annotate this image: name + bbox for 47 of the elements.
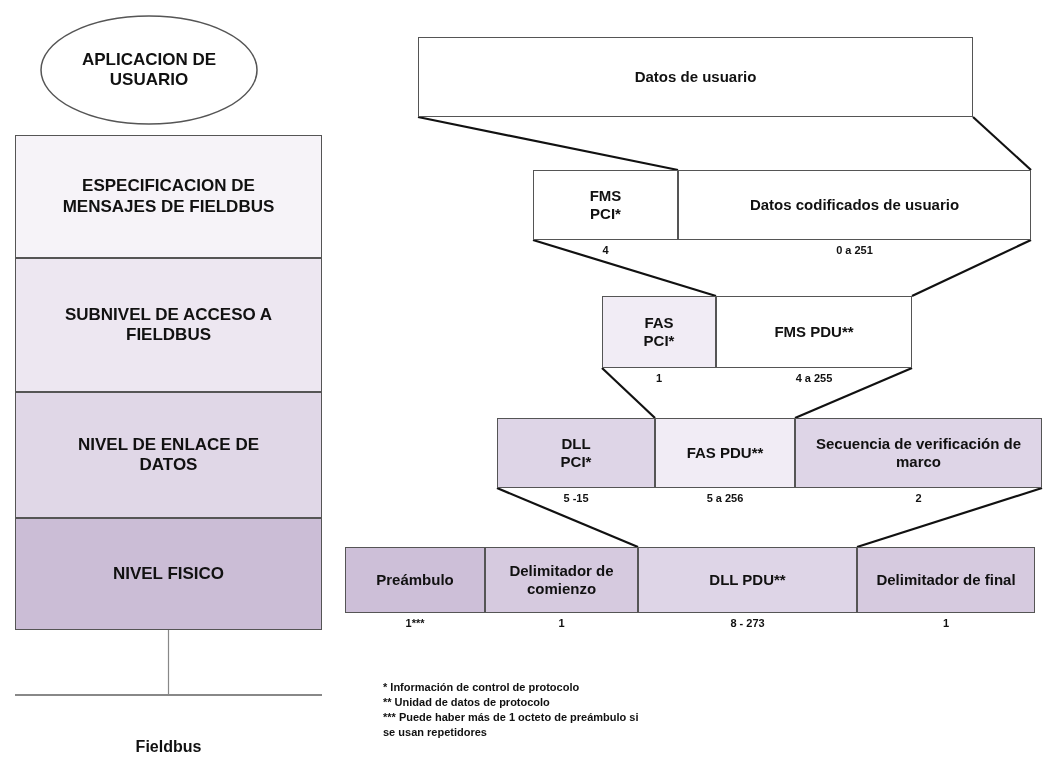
- expansion-line: [856, 486, 1043, 549]
- footnote: * Información de control de protocolo: [383, 680, 581, 695]
- field-label: ESPECIFICACION DE MENSAJES DE FIELDBUS: [61, 176, 276, 217]
- field-label: FAS PDU**: [686, 444, 764, 462]
- field-label: FMS PCI*: [588, 187, 623, 223]
- byte-count: 4 a 255: [795, 372, 833, 384]
- byte-count: 1: [558, 617, 565, 629]
- expansion-line: [417, 115, 679, 172]
- layer-box: [15, 518, 322, 630]
- expansion-line: [496, 487, 639, 548]
- byte-count: 5 a 256: [706, 492, 744, 504]
- expansion-line: [794, 367, 913, 419]
- field-label: Secuencia de verificación de marco: [814, 435, 1023, 471]
- field-label: NIVEL FISICO: [112, 563, 225, 585]
- byte-count: 2: [915, 492, 922, 504]
- layer-ellipse: [40, 15, 258, 125]
- byte-count: 8 - 273: [730, 617, 765, 629]
- field-label: Delimitador de comienzo: [508, 562, 615, 598]
- layer-box: [15, 392, 322, 518]
- expansion-line: [532, 238, 717, 298]
- expansion-line: [601, 367, 656, 419]
- expansion-line: [911, 239, 1032, 297]
- byte-count: 5 -15: [563, 492, 589, 504]
- footnote: *** Puede haber más de 1 octeto de preámbulo si se usan repetidores: [383, 709, 640, 740]
- byte-count: 0 a 251: [836, 244, 873, 256]
- layer-box: [15, 258, 322, 392]
- field-label: Delimitador de final: [876, 571, 1016, 589]
- byte-count: 1: [655, 372, 663, 384]
- layer-box: [15, 135, 322, 258]
- byte-count: 4: [602, 244, 609, 256]
- field-label: DLL PCI*: [559, 435, 593, 471]
- field-label: DLL PDU**: [709, 571, 786, 589]
- field-label: Preámbulo: [376, 571, 454, 589]
- byte-count: 1***: [405, 617, 425, 629]
- field-label: APLICACION DE USUARIO: [80, 49, 218, 91]
- footnote: ** Unidad de datos de protocolo: [383, 694, 551, 710]
- field-label: SUBNIVEL DE ACCESO A FIELDBUS: [63, 304, 274, 346]
- byte-count: 1: [942, 617, 950, 629]
- field-label: Datos de usuario: [634, 68, 757, 86]
- connector-line: [167, 629, 170, 695]
- field-label: Datos codificados de usuario: [749, 196, 960, 214]
- bus-label: Fieldbus: [135, 738, 202, 756]
- data-box: [418, 37, 973, 117]
- field-label: FAS PCI*: [642, 314, 676, 350]
- field-label: FMS PDU**: [774, 323, 854, 341]
- expansion-line: [972, 116, 1032, 171]
- field-label: NIVEL DE ENLACE DE DATOS: [76, 434, 261, 476]
